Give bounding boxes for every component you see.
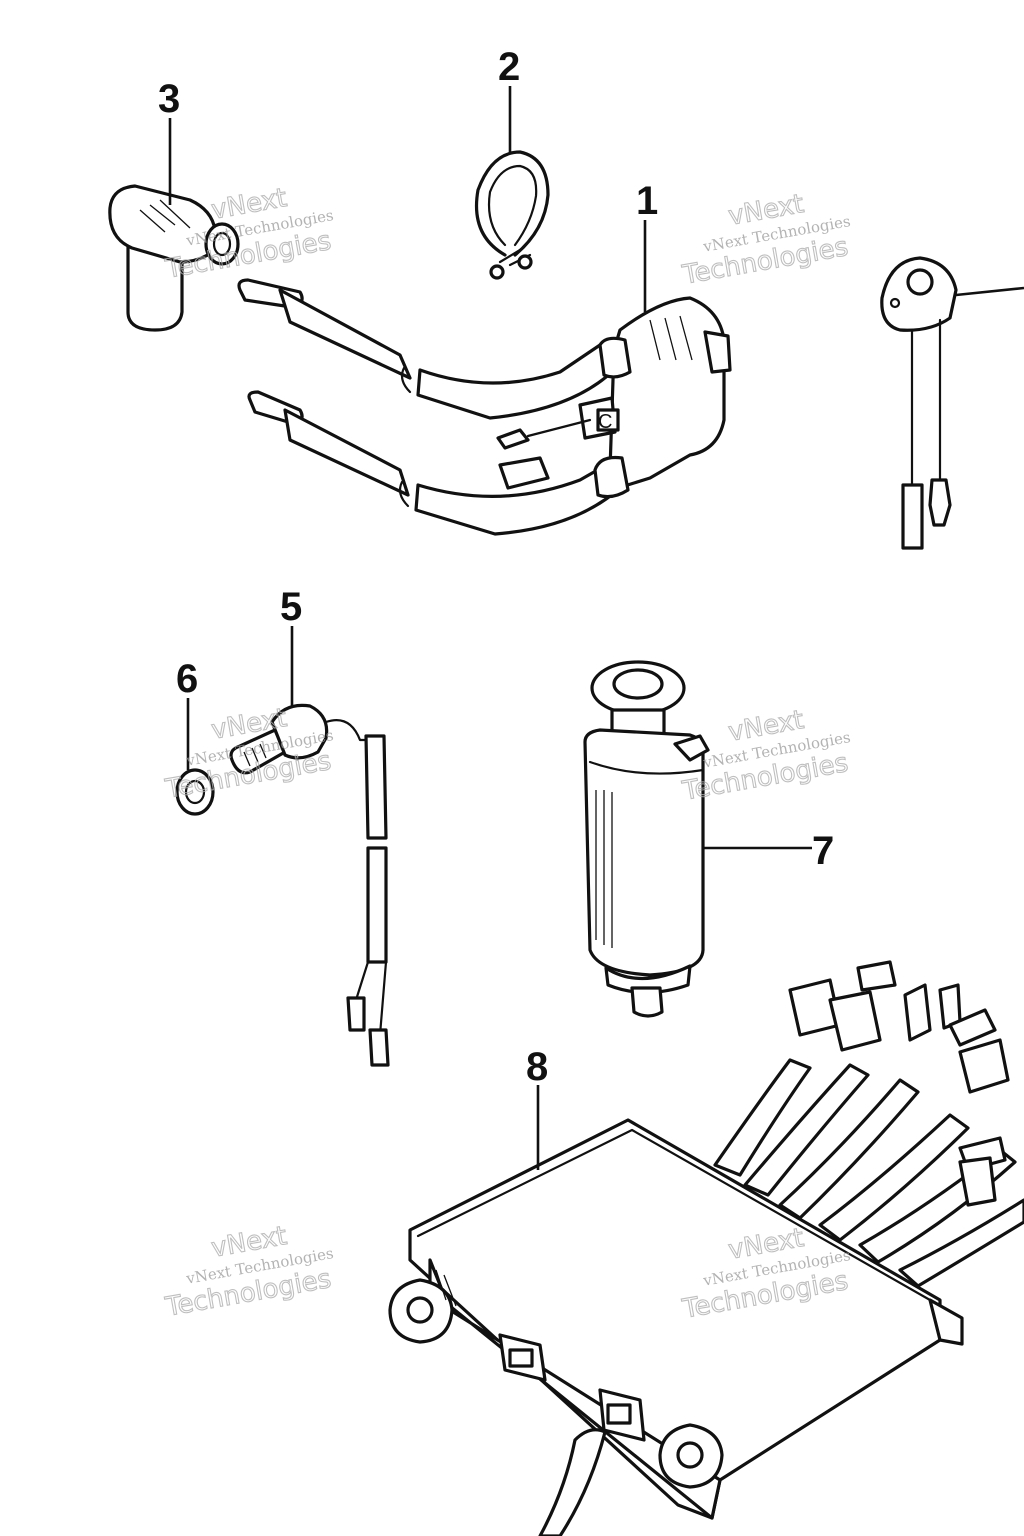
callout-7: 7 — [812, 829, 834, 873]
callout-6: 6 — [176, 657, 198, 701]
part-5-temperature-sensor — [229, 703, 390, 1067]
leader-lines — [168, 86, 1024, 1170]
callout-numbers: 3 2 1 5 6 7 8 — [158, 45, 834, 1089]
watermark-2: vNext vNext Technologies Technologies — [679, 189, 852, 292]
coil-terminal-letter: C — [598, 411, 612, 433]
callout-3: 3 — [158, 77, 180, 121]
watermark-5: vNext vNext Technologies Technologies — [162, 1221, 335, 1324]
part-2-wire-clamp — [474, 150, 550, 280]
part-6-washer — [175, 768, 215, 816]
part-7-fuel-pump — [583, 660, 710, 1018]
part-1-ignition-coil: C — [237, 278, 732, 536]
callout-8: 8 — [526, 1045, 548, 1089]
callout-1: 1 — [636, 179, 658, 223]
callout-5: 5 — [280, 585, 302, 629]
part-right-edge-sensor — [880, 256, 958, 550]
callout-2: 2 — [498, 45, 520, 89]
part-8-ecu-module — [388, 960, 1024, 1536]
leader-right-edge — [955, 286, 1024, 297]
part-3-spark-plug-cap — [108, 184, 240, 332]
